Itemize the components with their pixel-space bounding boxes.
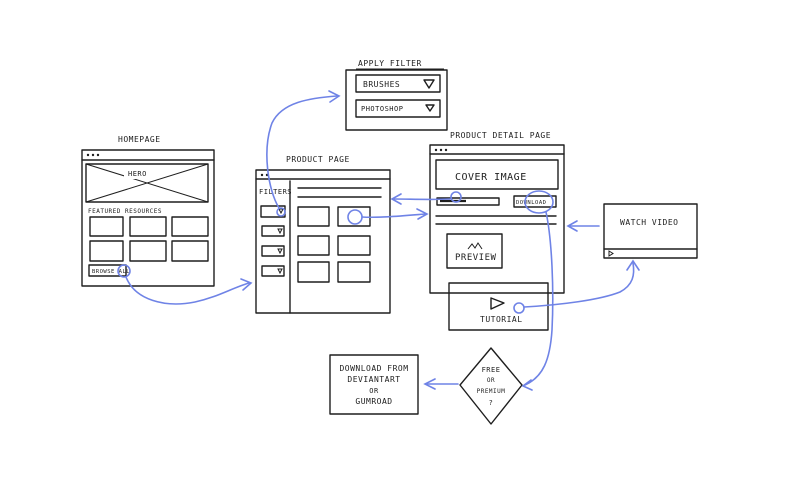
arrow-filter-to-apply <box>266 95 338 209</box>
arrowhead-icon <box>240 278 253 291</box>
mountain-icon <box>467 242 483 250</box>
apply-filter-panel: Apply Filter Brushes Photoshop <box>345 59 448 131</box>
resource-card[interactable] <box>171 240 209 262</box>
product-page-title: Product Page <box>286 155 350 164</box>
preview-box[interactable]: Preview <box>446 233 503 269</box>
featured-resources-label: Featured Resources <box>88 208 162 215</box>
product-detail-wireframe: Product Detail Page Cover Image Download… <box>429 131 565 294</box>
product-page-wireframe: Product Page Filters <box>255 155 391 314</box>
hotspot-browse-all <box>117 264 131 278</box>
hotspot-tutorial <box>513 302 525 314</box>
browse-all-label: Browse All <box>92 269 130 275</box>
preview-label: Preview <box>455 253 497 263</box>
decision-line-2: or <box>487 377 495 384</box>
homepage-title: Homepage <box>118 135 161 144</box>
product-card[interactable] <box>297 261 330 283</box>
hotspot-download <box>524 190 554 214</box>
download-button[interactable]: Download <box>513 195 557 208</box>
product-card[interactable] <box>297 235 330 256</box>
hero-label: Hero <box>128 170 147 178</box>
tutorial-panel[interactable]: Tutorial <box>448 282 549 331</box>
product-detail-title: Product Detail Page <box>450 131 551 140</box>
product-card[interactable] <box>297 206 330 227</box>
play-icon <box>490 297 505 310</box>
resource-card[interactable] <box>89 216 124 237</box>
chevron-down-icon <box>425 104 435 112</box>
decision-diamond: Free or Premium ? <box>459 347 523 425</box>
filter-dropdown-brushes[interactable]: Brushes <box>355 74 441 93</box>
chevron-down-icon <box>277 228 283 235</box>
play-icon <box>608 250 614 257</box>
product-card[interactable] <box>337 261 371 283</box>
resource-card[interactable] <box>171 216 209 237</box>
cover-image-placeholder: Cover Image <box>435 159 559 190</box>
arrowhead-icon <box>328 90 341 103</box>
filter-dropdown[interactable] <box>261 225 285 237</box>
download-from-line-1: Download from <box>339 364 408 373</box>
hotspot-product-card <box>347 209 363 225</box>
apply-filter-title: Apply Filter <box>358 59 422 68</box>
filter-dropdown[interactable] <box>261 265 285 277</box>
chevron-down-icon <box>423 79 435 89</box>
arrowhead-icon <box>566 220 578 232</box>
homepage-wireframe: Homepage Hero Featured Resources Browse … <box>81 135 215 287</box>
arrow-homepage-to-product <box>125 276 250 305</box>
arrowhead-icon <box>390 193 402 205</box>
arrowhead-icon <box>626 259 640 271</box>
flow-arrows <box>117 90 640 391</box>
arrowhead-icon <box>416 208 429 220</box>
chevron-down-icon <box>277 248 283 255</box>
arrow-download-to-decision <box>524 211 554 386</box>
tutorial-label: Tutorial <box>480 315 523 324</box>
filters-label: Filters <box>259 188 292 196</box>
decision-line-3: Premium <box>477 388 506 395</box>
download-label: Download <box>516 200 547 206</box>
hotspot-price <box>450 191 462 203</box>
arrowhead-icon <box>521 379 533 391</box>
watch-video-panel[interactable]: Watch Video <box>603 203 698 259</box>
download-from-line-3: or <box>369 387 379 395</box>
watch-video-label: Watch Video <box>620 218 678 227</box>
filter-dropdown-photoshop-label: Photoshop <box>361 105 403 113</box>
arrow-tutorial-to-video <box>523 262 635 308</box>
resource-card[interactable] <box>89 240 124 262</box>
arrow-product-to-detail <box>361 213 426 219</box>
hotspot-filter <box>276 207 286 217</box>
arrowhead-icon <box>423 378 436 390</box>
price-bar <box>436 197 500 206</box>
chevron-down-icon <box>278 208 284 215</box>
resource-card[interactable] <box>129 240 167 262</box>
browse-all-button[interactable]: Browse All <box>88 264 130 277</box>
decision-line-4: ? <box>489 399 494 407</box>
filter-dropdown[interactable] <box>261 245 285 257</box>
resource-card[interactable] <box>129 216 167 237</box>
hero-placeholder: Hero <box>85 163 209 203</box>
download-from-line-2: DeviantArt <box>347 375 400 384</box>
chevron-down-icon <box>277 268 283 275</box>
filter-dropdown-photoshop[interactable]: Photoshop <box>355 99 441 118</box>
filter-dropdown-brushes-label: Brushes <box>363 80 400 89</box>
download-from-line-4: Gumroad <box>355 397 392 406</box>
decision-line-1: Free <box>482 366 501 374</box>
product-card[interactable] <box>337 235 371 256</box>
download-from-box: Download from DeviantArt or Gumroad <box>329 354 419 415</box>
cover-image-label: Cover Image <box>455 172 527 183</box>
